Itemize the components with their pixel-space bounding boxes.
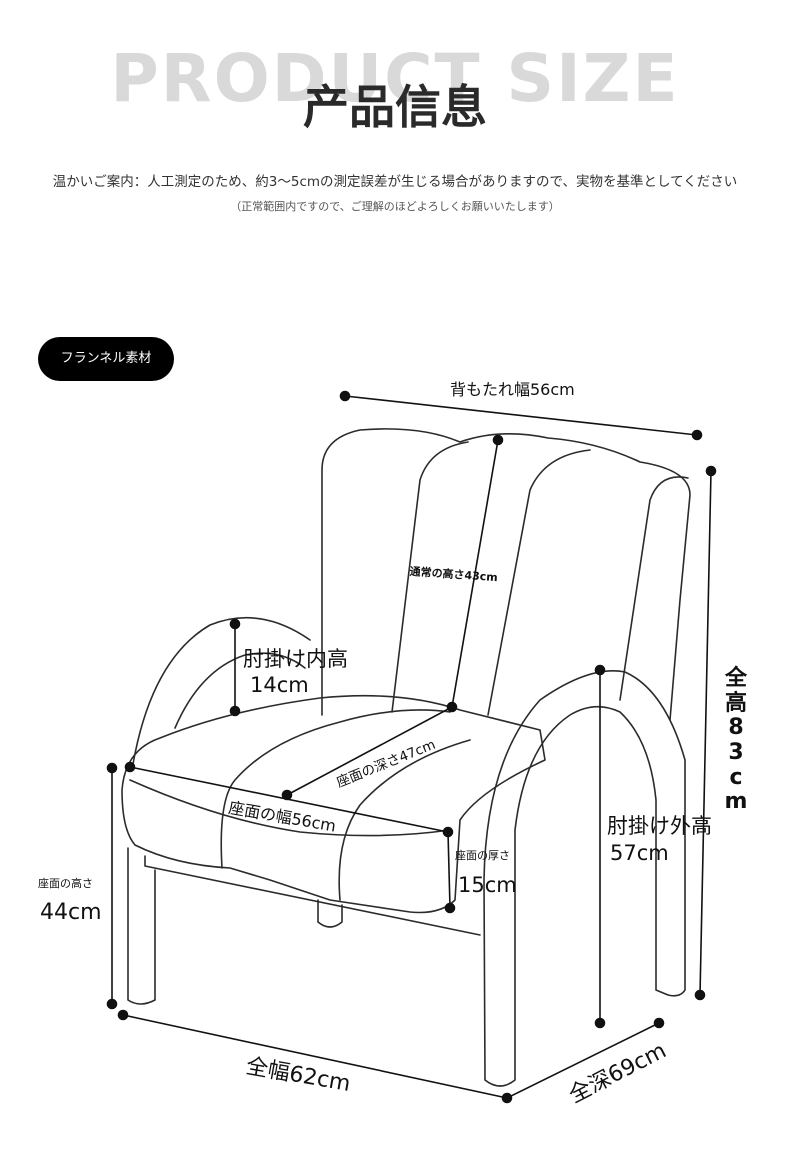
seat-seam-right bbox=[338, 739, 471, 901]
dimension-dot bbox=[444, 902, 456, 914]
total-height-label: 全高83cm bbox=[724, 666, 748, 815]
total-width-line bbox=[122, 1014, 508, 1099]
seat-depth-line bbox=[286, 706, 453, 796]
armrest-outer-label: 肘掛け外高 bbox=[607, 814, 712, 838]
chair-back-channel-left bbox=[391, 441, 469, 713]
front-left-leg bbox=[127, 847, 156, 1005]
seat-height-value: 44cm bbox=[40, 900, 102, 925]
chair-back-channel-right bbox=[487, 449, 591, 716]
back-width-line bbox=[344, 395, 698, 436]
background-title: PRODUCT SIZE bbox=[110, 40, 680, 117]
dimension-dot bbox=[106, 762, 118, 774]
seat-height-label: 座面の高さ bbox=[38, 877, 93, 890]
right-armrest bbox=[483, 670, 686, 1087]
armrest-inner-value: 14cm bbox=[250, 673, 309, 697]
dimension-dot bbox=[694, 989, 706, 1001]
armrest-outer-value: 57cm bbox=[610, 841, 669, 865]
measurement-notice: 温かいご案内：人工測定のため、約3〜5cmの測定誤差が生じる場合がありますので、… bbox=[52, 174, 738, 190]
dimension-dot bbox=[691, 429, 703, 441]
seat-thickness-line bbox=[447, 831, 451, 909]
left-armrest-outer bbox=[131, 616, 311, 771]
back-height-line bbox=[451, 439, 499, 708]
seat-thickness-value: 15cm bbox=[458, 873, 517, 897]
dimension-dot bbox=[339, 390, 351, 402]
chair-backrest bbox=[321, 428, 691, 721]
dimension-dot bbox=[117, 1009, 129, 1021]
left-armrest-inner bbox=[174, 652, 306, 729]
seat-seam-left bbox=[220, 709, 451, 869]
base-rail bbox=[144, 855, 481, 936]
dimension-dot bbox=[594, 1017, 606, 1029]
page-title: 产品信息 bbox=[303, 80, 487, 134]
total-height-line bbox=[699, 470, 712, 996]
dimension-dot bbox=[124, 761, 136, 773]
dimension-dot bbox=[653, 1017, 665, 1029]
measurement-notice-sub: （正常範囲内ですので、ご理解のほどよろしくお願いいたします） bbox=[230, 200, 560, 213]
seat-width-line bbox=[129, 766, 449, 833]
dimension-dot bbox=[229, 705, 241, 717]
total-depth-line bbox=[506, 1022, 660, 1099]
material-badge: フランネル素材 bbox=[38, 337, 174, 381]
dimension-dot bbox=[492, 434, 504, 446]
seat-front-edge bbox=[129, 779, 451, 837]
chair-back-edge bbox=[619, 476, 689, 701]
dimension-dot bbox=[106, 998, 118, 1010]
back-width-label: 背もたれ幅56cm bbox=[450, 380, 575, 399]
dimension-dot bbox=[229, 618, 241, 630]
dimension-dot bbox=[594, 664, 606, 676]
dimension-dot bbox=[705, 465, 717, 477]
back-left-leg bbox=[317, 899, 343, 928]
seat-thickness-label: 座面の厚さ bbox=[455, 849, 510, 862]
armrest-inner-label: 肘掛け内高 bbox=[243, 647, 348, 671]
